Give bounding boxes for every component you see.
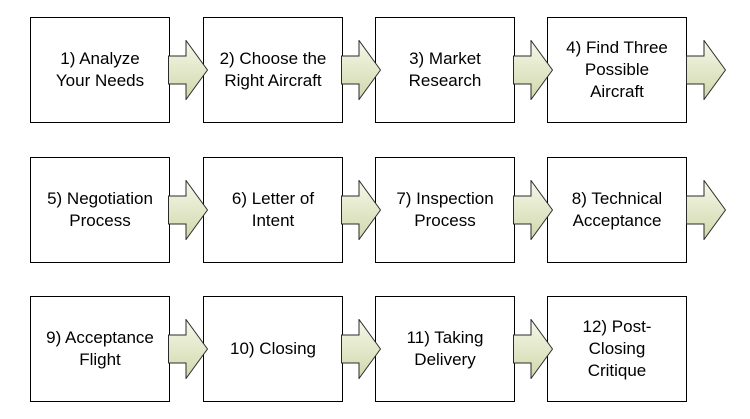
flow-arrow-10-11 — [341, 319, 381, 379]
step-box-9: 9) Acceptance Flight — [30, 296, 170, 402]
step-box-10: 10) Closing — [203, 296, 343, 402]
flow-arrow-11-12 — [513, 319, 553, 379]
flow-arrow-7-8 — [513, 180, 553, 240]
step-label-2: 2) Choose the Right Aircraft — [219, 49, 327, 90]
step-box-6: 6) Letter of Intent — [203, 157, 343, 263]
step-label-6: 6) Letter of Intent — [231, 189, 315, 230]
step-label-7: 7) Inspection Process — [396, 189, 494, 230]
step-label-12: 12) Post- Closing Critique — [582, 317, 652, 380]
step-label-8: 8) Technical Acceptance — [571, 189, 663, 230]
flow-arrow-2-3 — [341, 40, 381, 100]
flow-arrow-9-10 — [168, 319, 208, 379]
step-box-4: 4) Find Three Possible Aircraft — [547, 17, 687, 123]
step-label-1: 1) Analyze Your Needs — [55, 49, 145, 90]
step-box-1: 1) Analyze Your Needs — [30, 17, 170, 123]
step-box-8: 8) Technical Acceptance — [547, 157, 687, 263]
step-label-3: 3) Market Research — [408, 49, 482, 90]
step-box-12: 12) Post- Closing Critique — [547, 296, 687, 402]
step-label-5: 5) Negotiation Process — [47, 189, 153, 230]
flow-arrow-3-4 — [513, 40, 553, 100]
flow-arrow-5-6 — [168, 180, 208, 240]
step-box-7: 7) Inspection Process — [375, 157, 515, 263]
step-label-11: 11) Taking Delivery — [406, 328, 484, 369]
step-box-5: 5) Negotiation Process — [30, 157, 170, 263]
step-box-3: 3) Market Research — [375, 17, 515, 123]
step-label-10: 10) Closing — [230, 339, 316, 358]
flow-arrow-8-out — [686, 180, 726, 240]
flow-arrow-4-out — [686, 40, 726, 100]
step-box-11: 11) Taking Delivery — [375, 296, 515, 402]
step-label-9: 9) Acceptance Flight — [46, 328, 154, 369]
flow-arrow-1-2 — [168, 40, 208, 100]
step-label-4: 4) Find Three Possible Aircraft — [566, 38, 668, 101]
flow-arrow-6-7 — [341, 180, 381, 240]
step-box-2: 2) Choose the Right Aircraft — [203, 17, 343, 123]
